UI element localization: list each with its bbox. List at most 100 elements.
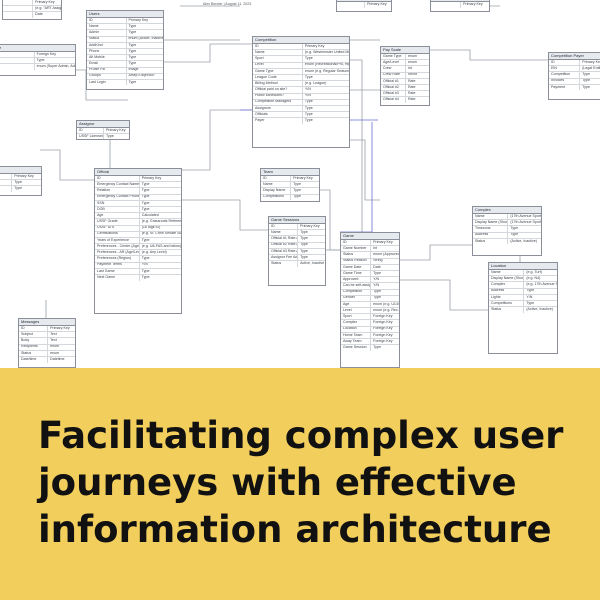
field-name: ID	[341, 240, 372, 246]
table-title: Complex	[473, 207, 541, 214]
field-name	[0, 52, 35, 58]
field-name: Timezone	[473, 226, 509, 232]
table-row: Status(Active, Inactive)	[489, 307, 557, 313]
field-type: Type	[141, 182, 150, 186]
field-type: Foreign Key	[373, 320, 393, 325]
field-type: enum	[50, 350, 60, 355]
field-name: ID	[95, 176, 140, 182]
field-name: Complex	[341, 320, 372, 326]
field-name: Home Team	[341, 332, 372, 338]
field-name: Crew Rate	[381, 72, 406, 78]
field-name	[3, 12, 34, 18]
field-name: AddKind	[87, 42, 127, 48]
field-type: Type	[304, 112, 313, 116]
field-type: Primary Key	[373, 240, 393, 244]
field-name: Email	[87, 61, 127, 67]
field-name: ID	[549, 60, 581, 66]
headline-title: Facilitating complex user journeys with …	[38, 412, 578, 553]
diagram-author-date: Alex Bender | August 11, 2023	[203, 2, 252, 6]
field-type: Text	[50, 332, 57, 336]
field-name	[3, 0, 34, 6]
field-name: Competition	[341, 289, 372, 295]
field-type: Int/Int	[407, 72, 417, 77]
field-name: Assignors	[253, 105, 303, 112]
field-type: Type	[141, 268, 150, 273]
field-type: Primary Key	[50, 326, 70, 330]
field-name: Official #3 Rate Adjustment	[269, 248, 299, 254]
table-row: USSF ID #(16 digit ID)	[95, 225, 181, 232]
field-name: USSF ID #	[95, 225, 140, 231]
field-name: Game Session	[341, 345, 372, 351]
field-type: Foreign Key	[373, 314, 393, 319]
field-type: Calculated	[141, 213, 159, 217]
field-type: Type	[141, 237, 150, 242]
field-type: Int	[407, 66, 412, 71]
field-name: Sport	[253, 56, 303, 62]
field-name: Date/time	[19, 356, 49, 363]
field-type: (e.g. Grassroots Referee - Grade 8 (DRR)	[141, 219, 181, 224]
field-type: Type	[106, 134, 114, 138]
field-type: Type	[510, 226, 519, 231]
field-type: (e.g. 17th Avenue Sports Complex)	[526, 282, 557, 287]
field-type: Foreign Key	[36, 52, 57, 56]
field-type: Type	[128, 30, 137, 35]
field-name: Level	[253, 62, 303, 68]
field-type: Rate	[407, 78, 416, 83]
field-type: Date	[373, 264, 381, 269]
field-name: Next Game	[95, 275, 140, 281]
field-type: Type	[300, 230, 308, 234]
table-title: Team	[261, 169, 319, 176]
field-name: Age	[341, 301, 372, 308]
field-type: Primary Key	[128, 18, 149, 22]
field-type: enum (e.g. Regular Season, Playoff, Tour…	[304, 68, 349, 73]
field-type: Primary Key	[35, 0, 55, 4]
field-type: Type	[300, 242, 308, 247]
table-row: Preferences (Region)Type	[95, 256, 181, 263]
field-name: Level	[341, 308, 372, 314]
field-type: enum (Approved, Canceled, etc.)	[373, 252, 399, 257]
field-type: (Active, Inactive)	[526, 307, 553, 311]
field-type: Y/N	[373, 283, 380, 288]
field-type: (e.g. Any Level)	[141, 250, 167, 255]
field-type: Type	[293, 182, 301, 186]
field-type: Type	[526, 300, 535, 305]
field-type: (Active, Inactive)	[510, 238, 537, 243]
field-name: Payment Terms	[95, 262, 140, 268]
table-row: Certifications(e.g. Sr. Crew Senate Staf…	[95, 231, 181, 238]
field-name: Display Name (Short name)	[491, 276, 525, 282]
field-name: Name	[269, 230, 299, 236]
field-type: Foreign Key	[373, 339, 393, 343]
field-type: Primary Key	[106, 128, 126, 132]
table-row: Date	[3, 12, 61, 18]
table-row: Display Name (Short name)(e.g. N4)	[489, 276, 557, 283]
field-type: (17th Avenue Sports Complex)	[510, 220, 541, 224]
field-type: (e.g. League)	[304, 81, 327, 85]
field-type: Y/N	[526, 294, 533, 299]
field-name: Complex	[489, 282, 525, 288]
headline-line: journeys with effective	[38, 461, 517, 504]
field-name: SSN	[95, 200, 140, 206]
field-type: Type	[128, 24, 137, 28]
field-type: Type	[510, 232, 519, 237]
